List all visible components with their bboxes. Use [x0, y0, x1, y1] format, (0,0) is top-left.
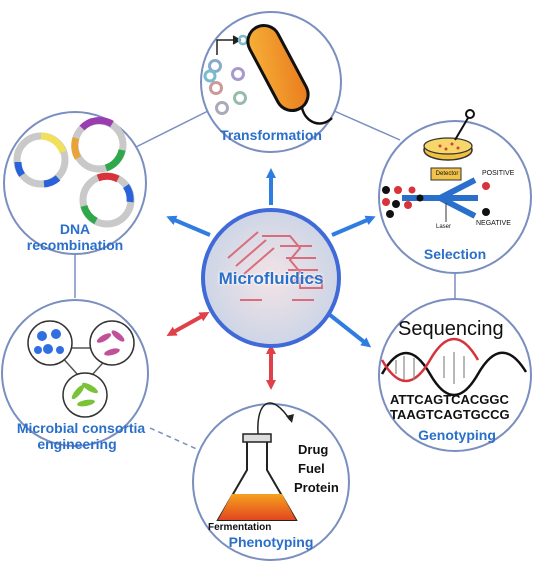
dna-helix-icon — [380, 338, 528, 396]
bacterium-icon — [246, 24, 333, 125]
product-protein: Protein — [294, 480, 339, 495]
transformation-label: Transformation — [220, 127, 322, 143]
microbial-label-line1: Microbial consortia — [16, 420, 146, 436]
fermentation-text: Fermentation — [208, 522, 272, 533]
sequencing-title: Sequencing — [398, 318, 504, 340]
microbial-label-line2: engineering — [37, 436, 117, 452]
node-genotyping — [378, 298, 532, 452]
arrows — [166, 168, 376, 390]
dna-recombination-label-line1: DNA — [59, 221, 91, 237]
product-fuel: Fuel — [298, 461, 325, 476]
consortia-icon — [27, 320, 135, 418]
microfluidic-chip-icon — [201, 208, 341, 348]
node-dna-recombination — [3, 111, 147, 255]
dna-plasmid-icons — [13, 117, 135, 228]
selection-label: Selection — [423, 246, 487, 262]
flask-icon — [216, 402, 298, 521]
sorting-channel-icon — [382, 167, 490, 222]
detector-text: Detector — [435, 171, 459, 177]
sequence-line-2: TAAGTCAGTGCCG — [390, 407, 510, 422]
laser-text: Laser — [436, 224, 452, 230]
sequence-line-1: ATTCAGTCACGGC — [390, 392, 509, 407]
genotyping-label: Genotyping — [418, 427, 496, 443]
product-drug: Drug — [298, 442, 329, 457]
center-label: Microfluidics — [218, 269, 324, 288]
positive-text: POSITIVE — [482, 170, 515, 177]
petri-dish-icon — [423, 109, 475, 161]
negative-text: NEGATIVE — [476, 220, 511, 227]
phenotyping-label: Phenotyping — [228, 534, 314, 550]
dna-recombination-label-line2: recombination — [26, 237, 124, 253]
plasmid-icons — [203, 59, 247, 115]
